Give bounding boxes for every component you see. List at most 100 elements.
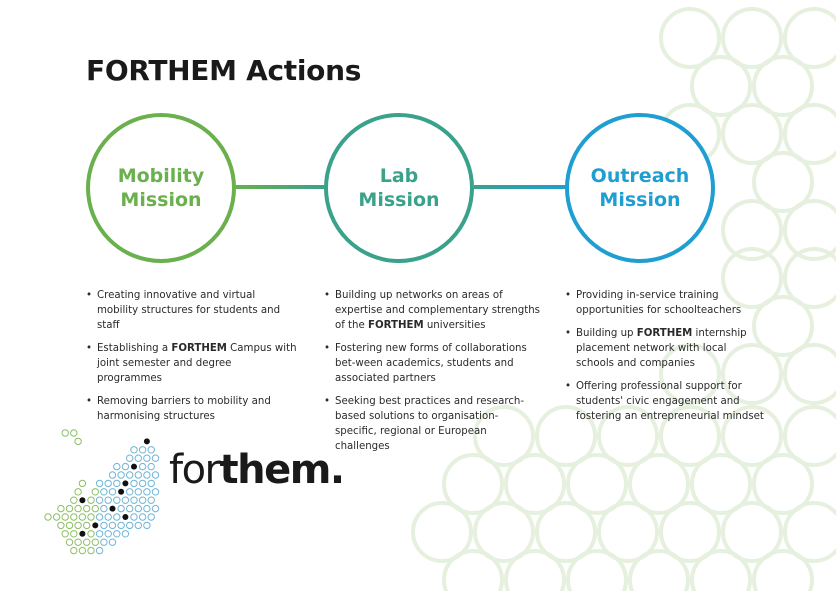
brand-name: FORTHEM — [636, 328, 693, 339]
map-dot — [74, 488, 82, 496]
bullet-text: Providing in-service training opportunit… — [576, 290, 742, 316]
decorative-ring — [752, 453, 814, 515]
map-dot — [78, 546, 87, 555]
map-dot — [113, 462, 121, 471]
map-dot — [87, 530, 95, 538]
map-dot — [65, 504, 74, 513]
outreach-bullet-item: Offering professional support for studen… — [565, 379, 765, 424]
map-dot — [143, 504, 151, 513]
map-dot — [143, 454, 151, 462]
map-dot — [104, 479, 112, 488]
decorative-ring — [721, 501, 783, 563]
bullet-text: Campus with joint semester and degree pr… — [97, 343, 297, 384]
map-dot — [147, 496, 155, 504]
map-dot — [151, 471, 160, 479]
decorative-ring — [442, 549, 504, 591]
map-dot — [122, 514, 129, 520]
decorative-ring — [566, 549, 628, 591]
decorative-ring — [504, 549, 566, 591]
map-dot — [108, 471, 117, 479]
map-dot — [126, 521, 134, 530]
lab-bullet-list: Building up networks on areas of experti… — [324, 288, 540, 462]
map-dot — [151, 454, 160, 462]
decorative-ring — [721, 7, 783, 69]
map-dot — [121, 462, 130, 471]
lab-bullet-item: Fostering new forms of collaborations be… — [324, 341, 540, 386]
map-dot — [100, 538, 108, 546]
map-dot — [121, 530, 130, 538]
map-dot — [87, 513, 95, 521]
map-dot — [138, 479, 147, 488]
decorative-ring — [783, 405, 836, 467]
map-dot — [117, 521, 125, 530]
map-dot — [147, 462, 155, 471]
map-dot — [57, 504, 65, 513]
map-dot — [147, 446, 155, 454]
map-dot — [91, 538, 99, 546]
lab-mission-label: Lab Mission — [358, 165, 440, 211]
map-dot — [79, 530, 86, 537]
logo-prefix: for — [169, 447, 221, 493]
brand-name: FORTHEM — [368, 320, 424, 331]
map-dot — [95, 479, 104, 488]
decorative-ring — [504, 453, 566, 515]
map-dot — [134, 454, 143, 462]
map-dot — [78, 479, 87, 488]
map-dot — [95, 496, 104, 504]
map-dot — [134, 521, 143, 530]
map-dot — [100, 521, 108, 530]
page-title: FORTHEM Actions — [86, 54, 362, 87]
map-dot — [143, 521, 151, 530]
map-dot — [70, 546, 78, 555]
map-dot — [151, 488, 160, 496]
decorative-ring — [690, 55, 752, 117]
map-dot — [122, 480, 129, 487]
decorative-ring — [721, 199, 783, 261]
decorative-ring — [411, 501, 473, 563]
map-dot — [126, 471, 134, 479]
map-dot — [113, 479, 121, 488]
map-dot — [83, 504, 91, 513]
decorative-ring — [473, 501, 535, 563]
map-dot — [79, 497, 86, 504]
map-dot — [104, 513, 112, 521]
map-dot — [52, 513, 61, 521]
bullet-text: Seeking best practices and research-base… — [335, 396, 525, 452]
bullet-text: Building up — [576, 328, 637, 339]
map-dot — [74, 437, 82, 446]
map-dot — [70, 513, 78, 521]
map-dot — [151, 504, 160, 513]
map-dot — [130, 496, 138, 504]
map-dot — [126, 454, 134, 462]
europe-map-logo — [44, 429, 160, 555]
map-dot — [100, 488, 108, 496]
decorative-ring — [783, 7, 836, 69]
map-dot — [108, 521, 117, 530]
decorative-ring — [628, 549, 690, 591]
map-dot — [121, 496, 130, 504]
map-dot — [134, 471, 143, 479]
decorative-ring — [783, 103, 836, 165]
map-dot — [108, 538, 117, 546]
forthem-logo-wordmark: forthem. — [169, 447, 345, 493]
map-dot — [61, 513, 69, 521]
decorative-ring — [566, 453, 628, 515]
map-dot — [138, 513, 147, 521]
map-dot — [95, 546, 104, 555]
map-dot — [65, 538, 74, 546]
mobility-mission-label: Mobility Mission — [117, 165, 205, 211]
map-dot — [143, 438, 150, 445]
decorative-ring — [628, 453, 690, 515]
decorative-ring — [783, 343, 836, 405]
mobility-bullet-item: Establishing a FORTHEM Campus with joint… — [86, 341, 298, 386]
outreach-mission-circle: Outreach Mission — [565, 113, 715, 263]
map-dot — [95, 513, 104, 521]
decorative-ring — [721, 103, 783, 165]
decorative-ring — [752, 55, 814, 117]
brand-name: FORTHEM — [171, 343, 227, 354]
map-dot — [134, 504, 143, 513]
map-dot — [87, 496, 95, 504]
map-dot — [131, 463, 137, 470]
map-dot — [61, 429, 69, 437]
